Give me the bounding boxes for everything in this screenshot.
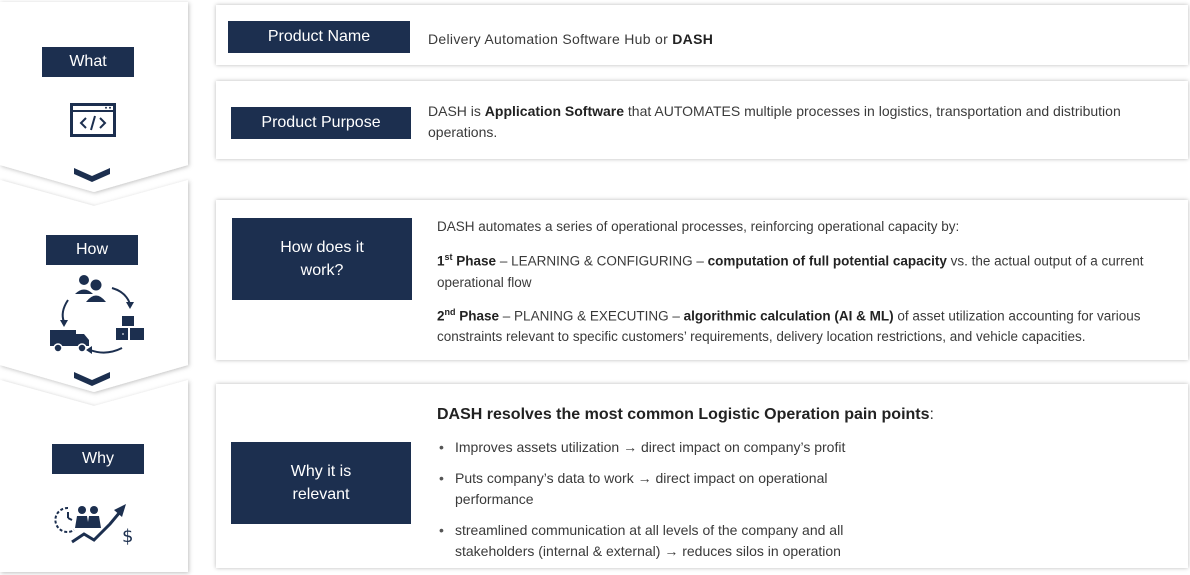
product-name-value: Delivery Automation Software Hub or DASH [428, 31, 714, 47]
phase-2: 2nd Phase – PLANING & EXECUTING – algori… [437, 306, 1141, 345]
phase-1: 1st Phase – LEARNING & CONFIGURING – com… [437, 252, 1144, 290]
svg-text:$: $ [122, 526, 133, 547]
product-purpose-description: DASH is Application Software that AUTOMA… [428, 103, 1121, 140]
how-it-works-label: How does it work? [232, 218, 412, 300]
product-name-label: Product Name [228, 21, 410, 53]
how-tag: How [46, 235, 138, 265]
product-purpose-card: Product Purpose DASH is Application Soft… [216, 81, 1188, 159]
product-purpose-label: Product Purpose [231, 107, 411, 139]
why-relevant-bullets: Improves assets utilization → direct imp… [437, 437, 907, 562]
list-item: Puts company’s data to work → direct imp… [437, 468, 907, 510]
how-intro: DASH automates a series of operational p… [437, 219, 960, 234]
why-relevant-card: Why it is relevant DASH resolves the mos… [216, 384, 1188, 568]
why-tag: Why [52, 444, 144, 474]
chevron-down-icon [74, 168, 110, 182]
list-item: Improves assets utilization → direct imp… [437, 437, 907, 458]
growth-people-icon: $ [54, 504, 133, 547]
process-cycle-icon [50, 275, 144, 354]
how-it-works-text: DASH automates a series of operational p… [437, 216, 1177, 347]
why-relevant-heading: DASH resolves the most common Logistic O… [437, 406, 934, 423]
chevron-down-icon [74, 372, 110, 386]
product-name-card: Product Name Delivery Automation Softwar… [216, 5, 1188, 65]
list-item: streamlined communication at all levels … [437, 520, 907, 562]
what-tag: What [42, 47, 134, 77]
how-it-works-card: How does it work? DASH automates a serie… [216, 200, 1188, 360]
why-relevant-label: Why it is relevant [231, 442, 411, 524]
code-window-icon [70, 103, 116, 137]
